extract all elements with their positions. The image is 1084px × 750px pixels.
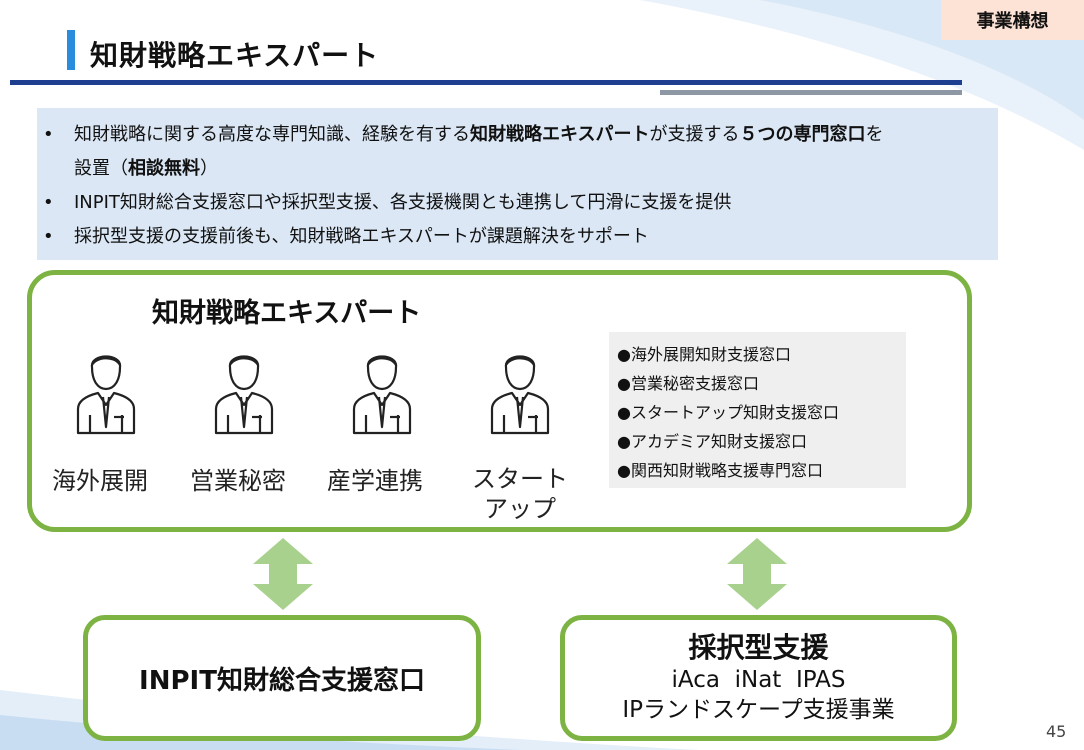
double-arrow-icon [253,538,313,610]
inpit-window-label: INPIT知財総合支援窓口 [139,665,425,696]
bullet-emphasis: 相談無料 [128,158,200,179]
businessperson-icon [76,355,136,435]
bullet-text: 知財戦略に関する高度な専門知識、経験を有する [74,124,470,145]
support-windows-list: ●海外展開知財支援窓口 ●営業秘密支援窓口 ●スタートアップ知財支援窓口 ●アカ… [609,332,906,488]
intro-bullet-3: 採択型支援の支援前後も、知財戦略エキスパートが課題解決をサポート [37,220,988,254]
inpit-window-box: INPIT知財総合支援窓口 [83,615,481,741]
bullet-emphasis: 知財戦略エキスパート [470,124,650,145]
page-title: 知財戦略エキスパート [90,39,380,72]
title-subline [660,90,962,95]
section-tag: 事業構想 [941,0,1084,40]
intro-panel: 知財戦略に関する高度な専門知識、経験を有する知財戦略エキスパートが支援する５つの… [37,108,998,260]
expert-label-startup: スタートアップ [472,464,568,524]
label-line: スタート [472,465,568,493]
businessperson-icon [352,355,412,435]
intro-bullet-list: 知財戦略に関する高度な専門知識、経験を有する知財戦略エキスパートが支援する５つの… [37,118,988,254]
adopted-support-title: 採択型支援 [688,631,829,664]
title-accent-bar [67,30,75,70]
intro-bullet-1: 知財戦略に関する高度な専門知識、経験を有する知財戦略エキスパートが支援する５つの… [37,118,988,186]
title-underline [10,80,962,85]
businessperson-icon [490,355,550,435]
expert-label-trade-secret: 営業秘密 [190,467,286,495]
label-line: アップ [484,495,556,523]
window-item: ●アカデミア知財支援窓口 [617,432,807,451]
bullet-text: を [865,124,884,145]
expert-label-overseas: 海外展開 [52,467,148,495]
ip-landscape-line: IPランドスケープ支援事業 [622,697,895,723]
expert-panel-title: 知財戦略エキスパート [152,298,422,329]
bullet-emphasis: ５つの専門窓口 [739,124,866,145]
bullet-text: が支援する [649,124,740,145]
double-arrow-icon [727,538,787,610]
window-item: ●海外展開知財支援窓口 [617,345,791,364]
window-item: ●営業秘密支援窓口 [617,374,759,393]
intro-bullet-2: INPIT知財総合支援窓口や採択型支援、各支援機関とも連携して円滑に支援を提供 [37,186,988,220]
adopted-programs-line: iAca iNat IPAS [671,667,846,693]
window-item: ●スタートアップ知財支援窓口 [617,403,839,422]
adopted-support-box: 採択型支援 iAca iNat IPAS IPランドスケープ支援事業 [560,615,957,741]
expert-label-industry-academia: 産学連携 [327,467,423,495]
businessperson-icon [214,355,274,435]
window-item: ●関西知財戦略支援専門窓口 [617,461,823,480]
bullet-text: ） [200,158,218,179]
bullet-text: 設置（ [74,158,128,179]
page-number: 45 [1046,722,1067,741]
